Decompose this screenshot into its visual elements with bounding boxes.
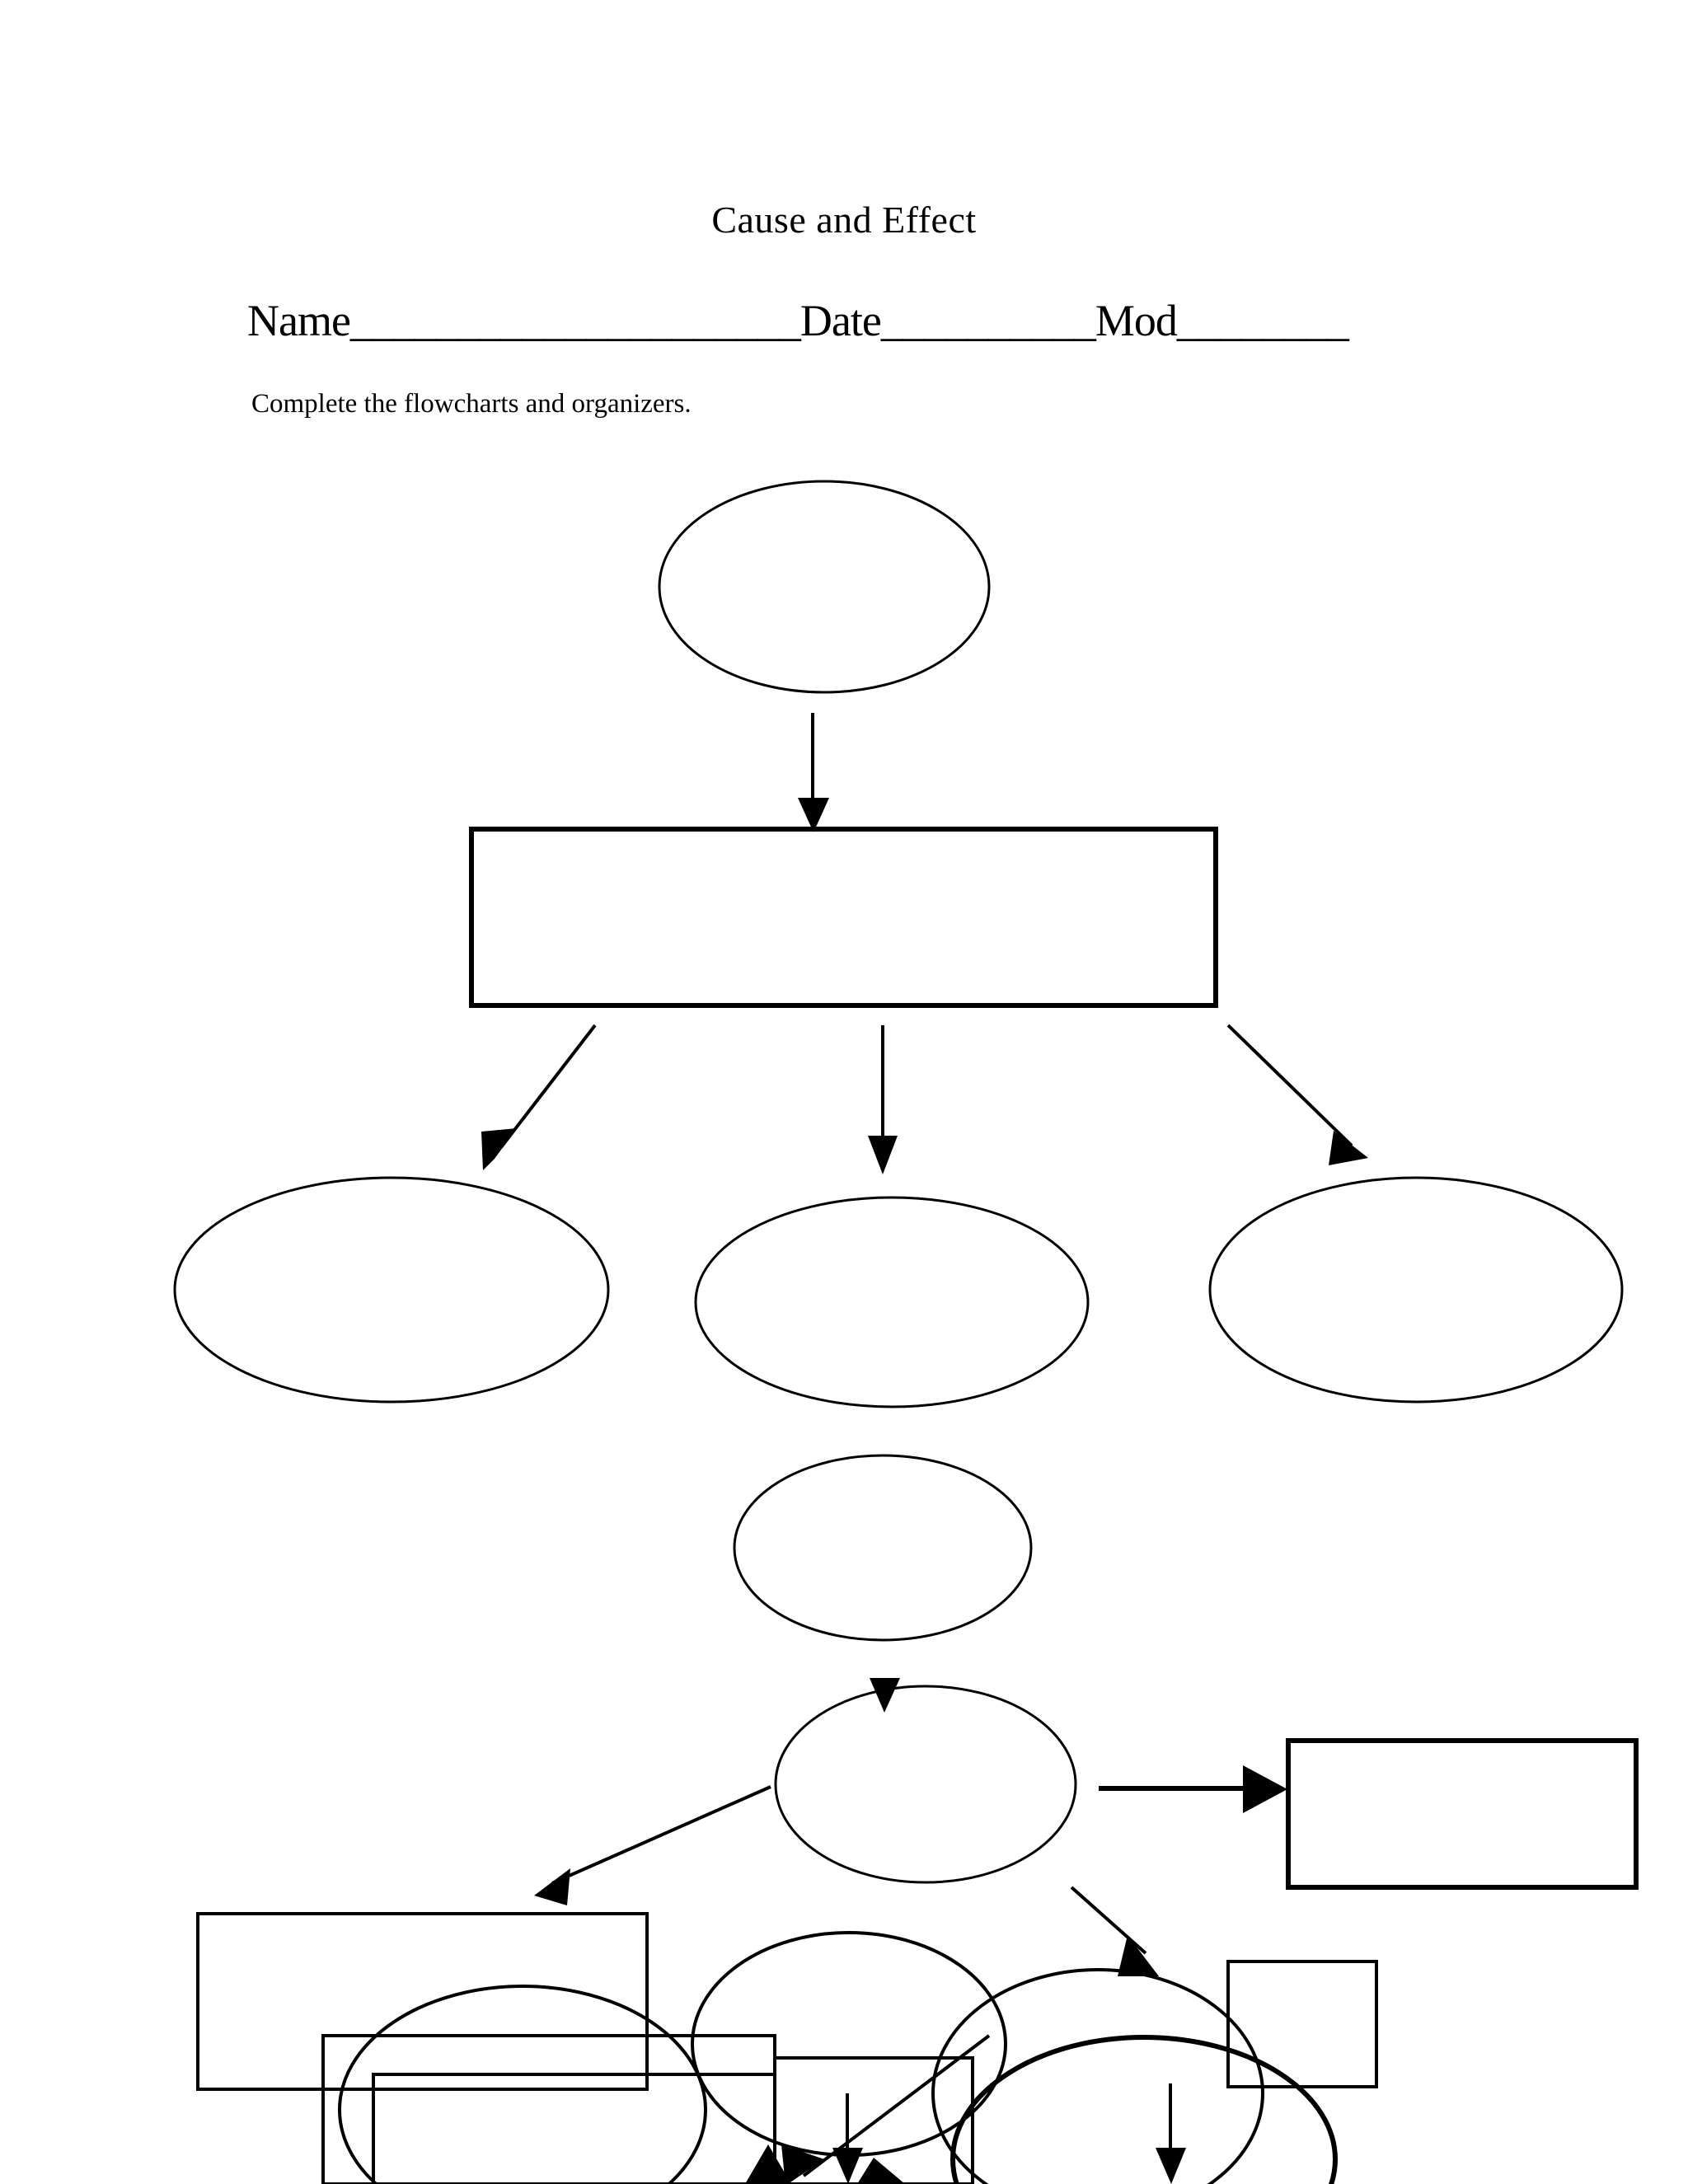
cause-ellipse-small[interactable]: [733, 1454, 1033, 1642]
arrow-hub-to-right-rect: [1099, 1765, 1287, 1813]
arrow-bottom-clipped-right: [857, 2158, 905, 2184]
arrow-lower-down-right: [1156, 2083, 1186, 2184]
arrow-ellipse-to-rect: [798, 713, 829, 832]
arrow-hub-to-lower-right: [1070, 1886, 1159, 1976]
effect-ellipse-lower-left[interactable]: [338, 1985, 707, 2184]
name-date-mod-line: Name_____________________Date__________M…: [247, 296, 1349, 345]
arrow-rect-to-left-ellipse: [481, 1024, 597, 1170]
effect-ellipse-center[interactable]: [694, 1196, 1090, 1408]
effect-rectangle-bottom-center[interactable]: [773, 2056, 974, 2184]
arrow-hub-to-left-rect: [534, 1785, 771, 1905]
arrow-lower-down-center: [832, 2093, 863, 2184]
instructions-text: Complete the flowcharts and organizers.: [251, 389, 692, 419]
page-title: Cause and Effect: [711, 199, 977, 241]
effect-ellipse-lower-right[interactable]: [931, 1968, 1264, 2184]
effect-rectangle-main[interactable]: [469, 827, 1218, 1008]
effect-ellipse-right[interactable]: [1208, 1176, 1624, 1404]
center-ellipse-hub[interactable]: [774, 1685, 1077, 1884]
effect-rectangle-right[interactable]: [1286, 1738, 1639, 1890]
arrow-bottom-clipped-left: [745, 2144, 791, 2184]
effect-ellipse-lower-right-2[interactable]: [950, 2035, 1338, 2184]
effect-ellipse-left[interactable]: [173, 1176, 610, 1404]
effect-rectangle-left[interactable]: [196, 1912, 649, 2091]
arrow-rect-to-right-ellipse: [1226, 1024, 1368, 1165]
cause-ellipse-top[interactable]: [658, 480, 991, 694]
arrow-small-to-hub: [870, 1678, 900, 1713]
arrow-rect-to-center-ellipse: [868, 1025, 898, 1174]
effect-rectangle-lower-right[interactable]: [1226, 1960, 1378, 2088]
